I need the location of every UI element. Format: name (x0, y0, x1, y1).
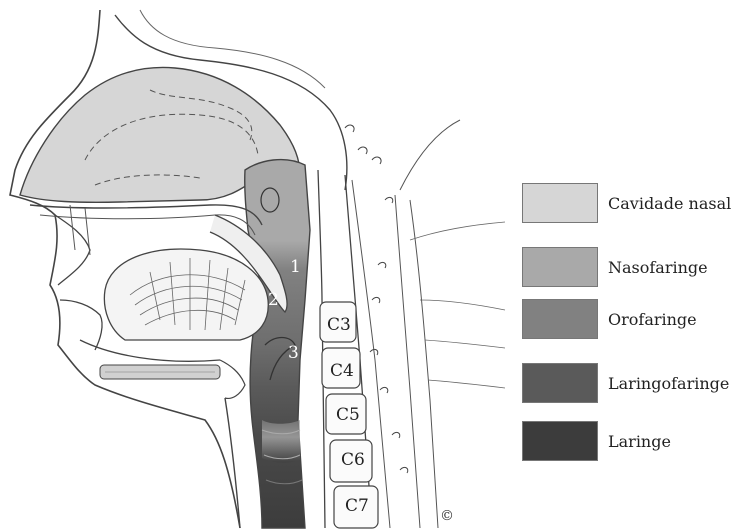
vertebra-label-c5: C5 (336, 405, 360, 425)
legend-item-orofaringe: Orofaringe (522, 298, 697, 340)
legend-label: Cavidade nasal (608, 194, 731, 213)
anatomy-illustration: 1 2 3 C3 C4 C5 C6 C7 (0, 0, 520, 530)
vertebra-label-c7: C7 (345, 496, 369, 516)
cervical-spine (318, 170, 438, 528)
legend-swatch (522, 299, 598, 339)
legend-label: Laringofaringe (608, 374, 729, 393)
region-number-2: 2 (268, 290, 279, 310)
vertebra-label-c6: C6 (341, 450, 365, 470)
legend-label: Orofaringe (608, 310, 697, 329)
copyright-mark: © (440, 508, 454, 524)
legend-swatch (522, 363, 598, 403)
tongue (104, 249, 268, 340)
legend-item-nasofaringe: Nasofaringe (522, 246, 708, 288)
region-number-3: 3 (288, 343, 299, 363)
legend-label: Laringe (608, 432, 671, 451)
legend-swatch (522, 247, 598, 287)
vertebra-label-c3: C3 (327, 315, 351, 335)
vertebra-label-c4: C4 (330, 361, 354, 381)
legend-item-cavidade-nasal: Cavidade nasal (522, 182, 731, 224)
legend-item-laringofaringe: Laringofaringe (522, 362, 729, 404)
legend-swatch (522, 183, 598, 223)
region-number-1: 1 (290, 257, 301, 277)
legend-item-laringe: Laringe (522, 420, 671, 462)
legend-label: Nasofaringe (608, 258, 708, 277)
legend-swatch (522, 421, 598, 461)
